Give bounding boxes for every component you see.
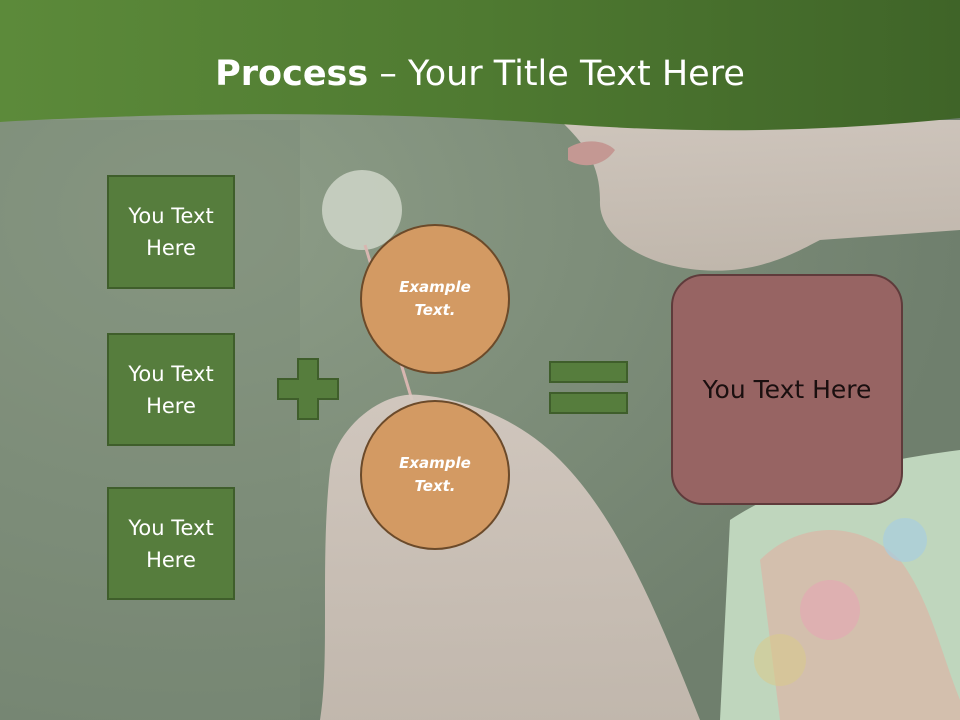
text-box-2[interactable]: You Text Here [107, 333, 235, 446]
page-title: Process – Your Title Text Here [0, 52, 960, 96]
title-banner [0, 0, 960, 131]
text-box-1[interactable]: You Text Here [107, 175, 235, 289]
title-bold: Process [215, 54, 369, 94]
example-circle-2[interactable]: Example Text. [360, 400, 510, 550]
example-circle-1[interactable]: Example Text. [360, 224, 510, 374]
text-box-3[interactable]: You Text Here [107, 487, 235, 600]
title-rest: – Your Title Text Here [368, 54, 745, 94]
equals-icon [549, 361, 628, 414]
result-box[interactable]: You Text Here [671, 274, 903, 505]
plus-icon [277, 358, 339, 420]
